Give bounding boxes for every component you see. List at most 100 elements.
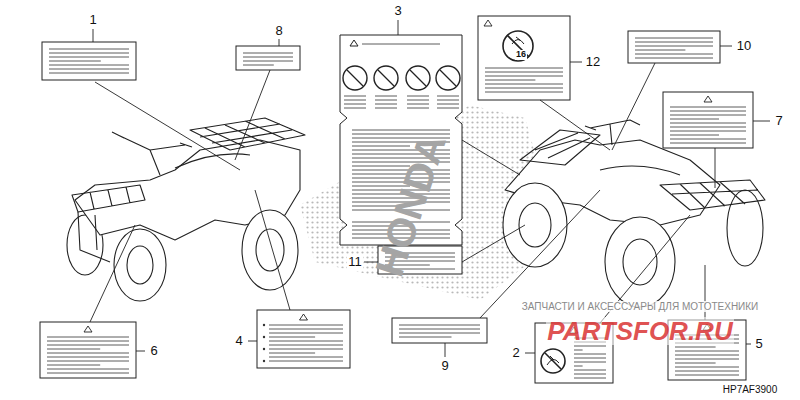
text-line (49, 49, 129, 50)
bullet (263, 336, 265, 338)
leader-line (480, 190, 600, 318)
text-line (635, 46, 713, 47)
text-line (243, 57, 293, 58)
text-line (675, 375, 739, 376)
text-line (47, 373, 129, 374)
text-line (675, 363, 716, 364)
text-line (574, 354, 606, 355)
callout-number: 1 (88, 13, 97, 27)
text-line (485, 76, 563, 77)
text-line (675, 347, 716, 348)
text-line (344, 100, 366, 101)
wheel (114, 229, 166, 301)
callout-number: 2 (511, 346, 520, 360)
label-sticker (392, 318, 487, 343)
wheel (605, 217, 675, 307)
text-line (670, 115, 746, 116)
wheel (503, 183, 567, 267)
callout-number: 11 (347, 255, 363, 269)
text-line (399, 325, 480, 326)
age-number: 16 (515, 50, 527, 60)
text-line (47, 337, 129, 338)
text-line (49, 61, 101, 62)
label-sticker (628, 31, 720, 63)
wheel (242, 210, 298, 290)
wheel-hub (127, 246, 153, 284)
rear-rack (660, 180, 765, 210)
label-sticker (42, 42, 136, 80)
text-line (47, 357, 129, 358)
watermark: PARTSFOR.RU (546, 317, 733, 346)
leader-line (136, 351, 145, 352)
text-line (485, 72, 563, 73)
icon-slash (545, 353, 561, 369)
leader-line (255, 190, 290, 310)
leader-line (753, 121, 770, 122)
callout-number: 8 (274, 24, 283, 38)
age-icon (503, 31, 533, 61)
icon-slash (378, 70, 394, 86)
watermark: ЗАПЧАСТИ И АКСЕССУАРЫ ДЛЯ МОТОТЕХНИКИ (521, 301, 760, 312)
icon-slash (410, 70, 426, 86)
label-sticker (236, 46, 300, 70)
text-line (635, 50, 685, 51)
text-line (47, 349, 100, 350)
text-line (344, 104, 366, 105)
leader-line (705, 265, 706, 320)
warning-triangle (484, 20, 492, 26)
text-line (269, 345, 343, 346)
text-line (269, 325, 343, 326)
text-line (635, 58, 713, 59)
text-line (375, 96, 397, 97)
text-line (485, 88, 563, 89)
leader-line (462, 140, 520, 175)
text-line (243, 53, 293, 54)
text-line (675, 371, 739, 372)
callout-number: 4 (234, 334, 243, 348)
text-line (243, 65, 274, 66)
text-line (352, 130, 450, 131)
leader-line (540, 100, 610, 150)
sticker-outline (628, 31, 720, 63)
text-line (49, 53, 129, 54)
leader-line (746, 344, 751, 345)
leader-line (279, 39, 280, 46)
text-line (399, 329, 480, 330)
text-line (670, 119, 719, 120)
warning-triangle (300, 314, 308, 320)
text-line (670, 143, 746, 144)
text-line (574, 370, 606, 371)
text-line (675, 351, 739, 352)
leader-line (462, 225, 525, 262)
handlebar (585, 120, 640, 145)
leader-line (570, 62, 582, 63)
callout-number: 9 (440, 359, 449, 373)
text-line (49, 57, 129, 58)
sticker-outline (663, 92, 753, 148)
callout-number: 7 (774, 114, 783, 128)
sticker-outline (257, 310, 350, 368)
text-line (399, 337, 452, 338)
leader-line (95, 82, 240, 170)
text-line (375, 104, 397, 105)
text-line (269, 329, 343, 330)
front-rack (520, 130, 600, 165)
text-line (675, 355, 739, 356)
leader-line (398, 20, 399, 35)
label-sticker (663, 92, 753, 148)
wheel-hub (256, 229, 284, 271)
wheel-hub (519, 203, 551, 247)
text-line (485, 84, 563, 85)
sticker-outline (478, 16, 570, 100)
text-line (407, 100, 429, 101)
text-line (574, 362, 606, 363)
callout-number: 12 (585, 55, 601, 69)
gauge-icon (406, 66, 430, 90)
text-line (670, 139, 746, 140)
text-line (574, 358, 606, 359)
icon-figure (512, 37, 524, 44)
wheel-hub (623, 239, 657, 285)
text-line (399, 333, 480, 334)
text-line (574, 346, 606, 347)
